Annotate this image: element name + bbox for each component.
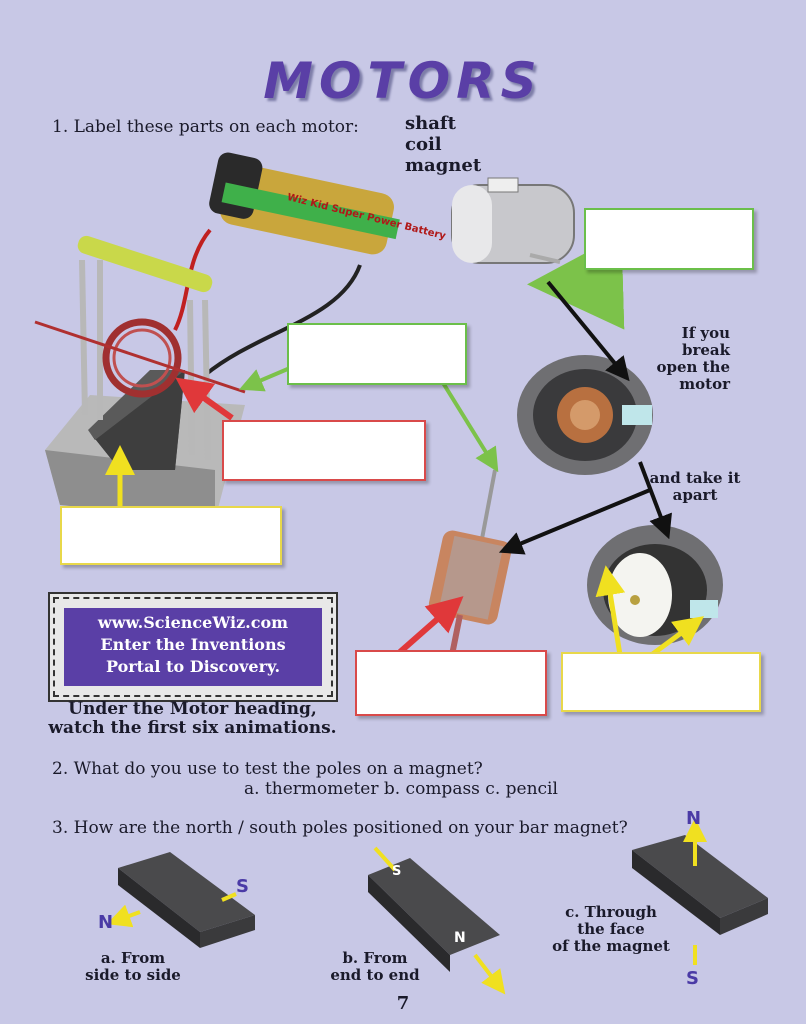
portal-url[interactable]: www.ScienceWiz.com xyxy=(97,613,289,632)
question-3: 3. How are the north / south poles posit… xyxy=(52,818,628,838)
label-box-small-motor[interactable] xyxy=(584,208,754,270)
arrow-green-shaft xyxy=(438,376,499,473)
part-shaft: shaft xyxy=(405,113,456,134)
battery: Wiz Kid Super Power Battery xyxy=(209,152,447,255)
homemade-motor xyxy=(34,235,246,520)
magnet-a-s: S xyxy=(236,876,249,897)
label-box-casing[interactable] xyxy=(561,652,761,712)
label-box-coil[interactable] xyxy=(222,420,426,481)
question-2: 2. What do you use to test the poles on … xyxy=(52,759,483,779)
greek-key-border xyxy=(53,597,333,697)
portal-instruction: Under the Motor heading, watch the first… xyxy=(30,700,355,738)
magnet-c-caption: c. Through the face of the magnet xyxy=(548,904,674,955)
magnet-a-n: N xyxy=(98,912,114,933)
note-take-apart: and take it apart xyxy=(649,469,741,504)
portal-text: www.ScienceWiz.com Enter the Inventions … xyxy=(64,608,322,686)
magnet-c-n: N xyxy=(686,808,702,829)
small-motor xyxy=(451,177,575,264)
arrow-green-small-motor xyxy=(527,233,625,330)
question-1: 1. Label these parts on each motor: xyxy=(52,117,359,137)
label-box-magnet[interactable] xyxy=(60,506,282,565)
label-box-wire[interactable] xyxy=(287,323,467,385)
arrow-black-apart xyxy=(638,461,672,540)
bar-magnet-b xyxy=(368,846,506,995)
magnet-a-caption: a. From side to side xyxy=(78,950,188,984)
label-box-armature[interactable] xyxy=(355,650,547,716)
armature xyxy=(428,469,512,656)
magnet-a-caption-1: a. From xyxy=(100,949,166,967)
magnet-c-caption-1: c. Through xyxy=(565,903,657,921)
arrow-green-homemade xyxy=(238,366,291,392)
part-magnet: magnet xyxy=(405,155,482,176)
magnet-b-n: N xyxy=(454,930,466,946)
opened-motor xyxy=(517,355,653,475)
arrow-red-armature xyxy=(398,596,464,655)
bar-magnet-a xyxy=(106,852,255,948)
portal-box[interactable]: www.ScienceWiz.com Enter the Inventions … xyxy=(48,592,338,702)
instruction-line-1: Under the Motor heading, xyxy=(68,699,317,719)
magnet-b-caption-2: end to end xyxy=(330,966,420,984)
note-break-open: If you break open the motor xyxy=(656,324,730,393)
bar-magnet-c xyxy=(632,818,768,965)
page-number: 7 xyxy=(396,993,410,1014)
arrow-black-open xyxy=(546,280,630,382)
arrow-red-coil xyxy=(175,377,234,421)
magnet-b-s: S xyxy=(392,864,402,879)
portal-line3: Portal to Discovery. xyxy=(105,657,281,676)
magnet-c-caption-2: the face xyxy=(577,920,645,938)
arrow-yellow-casing-2 xyxy=(648,616,705,659)
part-coil: coil xyxy=(405,134,442,155)
portal-line2: Enter the Inventions xyxy=(100,635,286,654)
question-2-options: a. thermometer b. compass c. pencil xyxy=(244,779,558,799)
arrow-black-armature xyxy=(498,488,651,555)
instruction-line-2: watch the first six animations. xyxy=(48,718,337,738)
arrow-yellow-casing-1 xyxy=(595,565,626,656)
page-title: MOTORS xyxy=(263,52,543,110)
magnet-c-caption-3: of the magnet xyxy=(552,937,670,955)
magnet-a-caption-2: side to side xyxy=(85,966,181,984)
magnet-c-s: S xyxy=(686,968,699,989)
magnet-b-caption: b. From end to end xyxy=(320,950,430,984)
parts-list: shaft coil magnet xyxy=(405,113,481,176)
magnet-b-caption-1: b. From xyxy=(342,949,408,967)
